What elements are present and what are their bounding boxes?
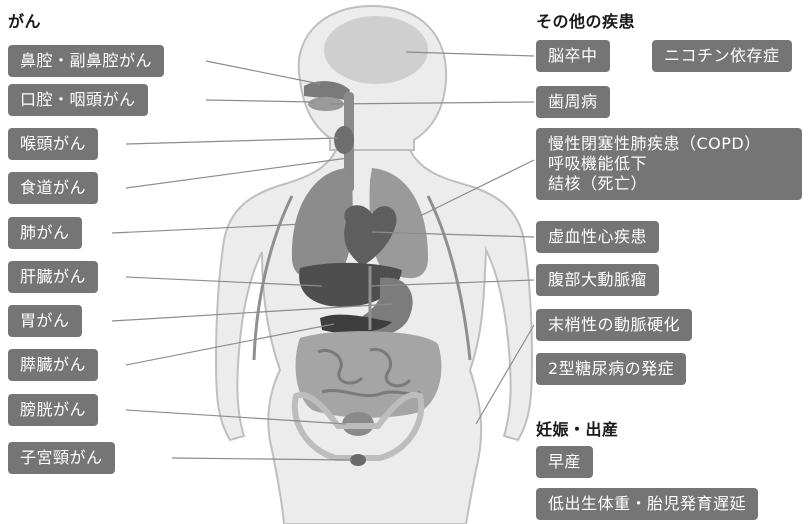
larynx-shape [334,126,354,154]
tag-stroke: 脳卒中 [536,40,610,72]
connector-ihd [371,231,535,238]
pelvis-shape [291,391,425,461]
tag-nasal-cancer: 鼻腔・副鼻腔がん [8,45,165,77]
tag-esophagus-cancer: 食道がん [8,172,99,204]
cancer-heading: がん [8,12,42,31]
oral-cavity-shape [308,97,344,111]
connector-cervix [171,457,353,461]
pregnancy-heading: 妊娠・出産 [536,420,619,439]
tag-cervical-cancer: 子宮頸がん [8,442,115,474]
tag-stomach-cancer: 胃がん [8,305,82,337]
tag-type2-diabetes: 2型糖尿病の発症 [536,353,687,385]
tag-lung-cancer: 肺がん [8,217,82,249]
connector-bladder [125,409,347,425]
pancreas-shape [320,314,392,334]
tag-oral-cancer: 口腔・咽頭がん [8,84,148,116]
tuberculosis-label: 結核（死亡） [548,174,648,193]
tag-pancreas-cancer: 膵臓がん [8,349,99,381]
other-diseases-heading: その他の疾患 [536,12,636,31]
tag-preterm-birth: 早産 [536,446,594,478]
left-lung-shape [291,168,353,279]
connector-periodontal [329,101,535,105]
tag-copd-group: 慢性閉塞性肺疾患（COPD） 呼吸機能低下 結核（死亡） [536,128,802,200]
tag-larynx-cancer: 喉頭がん [8,128,99,160]
right-lung-shape [369,168,428,279]
artery-lines [252,195,472,361]
connector-stomach [111,303,393,322]
liver-shape [299,262,402,307]
connector-larynx [125,137,339,145]
tag-abdominal-aortic-aneurysm: 腹部大動脈瘤 [536,264,660,296]
tag-nicotine-dependence: ニコチン依存症 [652,40,792,72]
brain-shape [324,16,428,84]
nasal-cavity-shape [304,81,350,100]
connector-nasal [205,60,321,85]
connector-liver [125,276,323,287]
tag-peripheral-arteriosclerosis: 末梢性の動脈硬化 [536,309,693,341]
respiratory-decline-label: 呼吸機能低下 [548,154,648,173]
cervix-shape [350,454,366,466]
connector-pancreas [125,323,335,366]
connector-copd [419,159,535,217]
tag-ischemic-heart-disease: 虚血性心疾患 [536,221,660,253]
connector-stroke [405,51,535,57]
heart-shape [344,205,397,266]
connector-arteriosclerosis [475,324,535,425]
connector-esophagus [125,157,349,189]
tag-periodontal-disease: 歯周病 [536,86,610,118]
tag-bladder-cancer: 膀胱がん [8,394,99,426]
connector-lung [111,223,305,234]
connector-oral [205,99,315,103]
tag-liver-cancer: 肝臓がん [8,261,99,293]
copd-label: 慢性閉塞性肺疾患（COPD） [548,134,761,153]
tag-low-birth-weight: 低出生体重・胎児発育遅延 [536,488,759,520]
connector-aaa [369,279,535,287]
